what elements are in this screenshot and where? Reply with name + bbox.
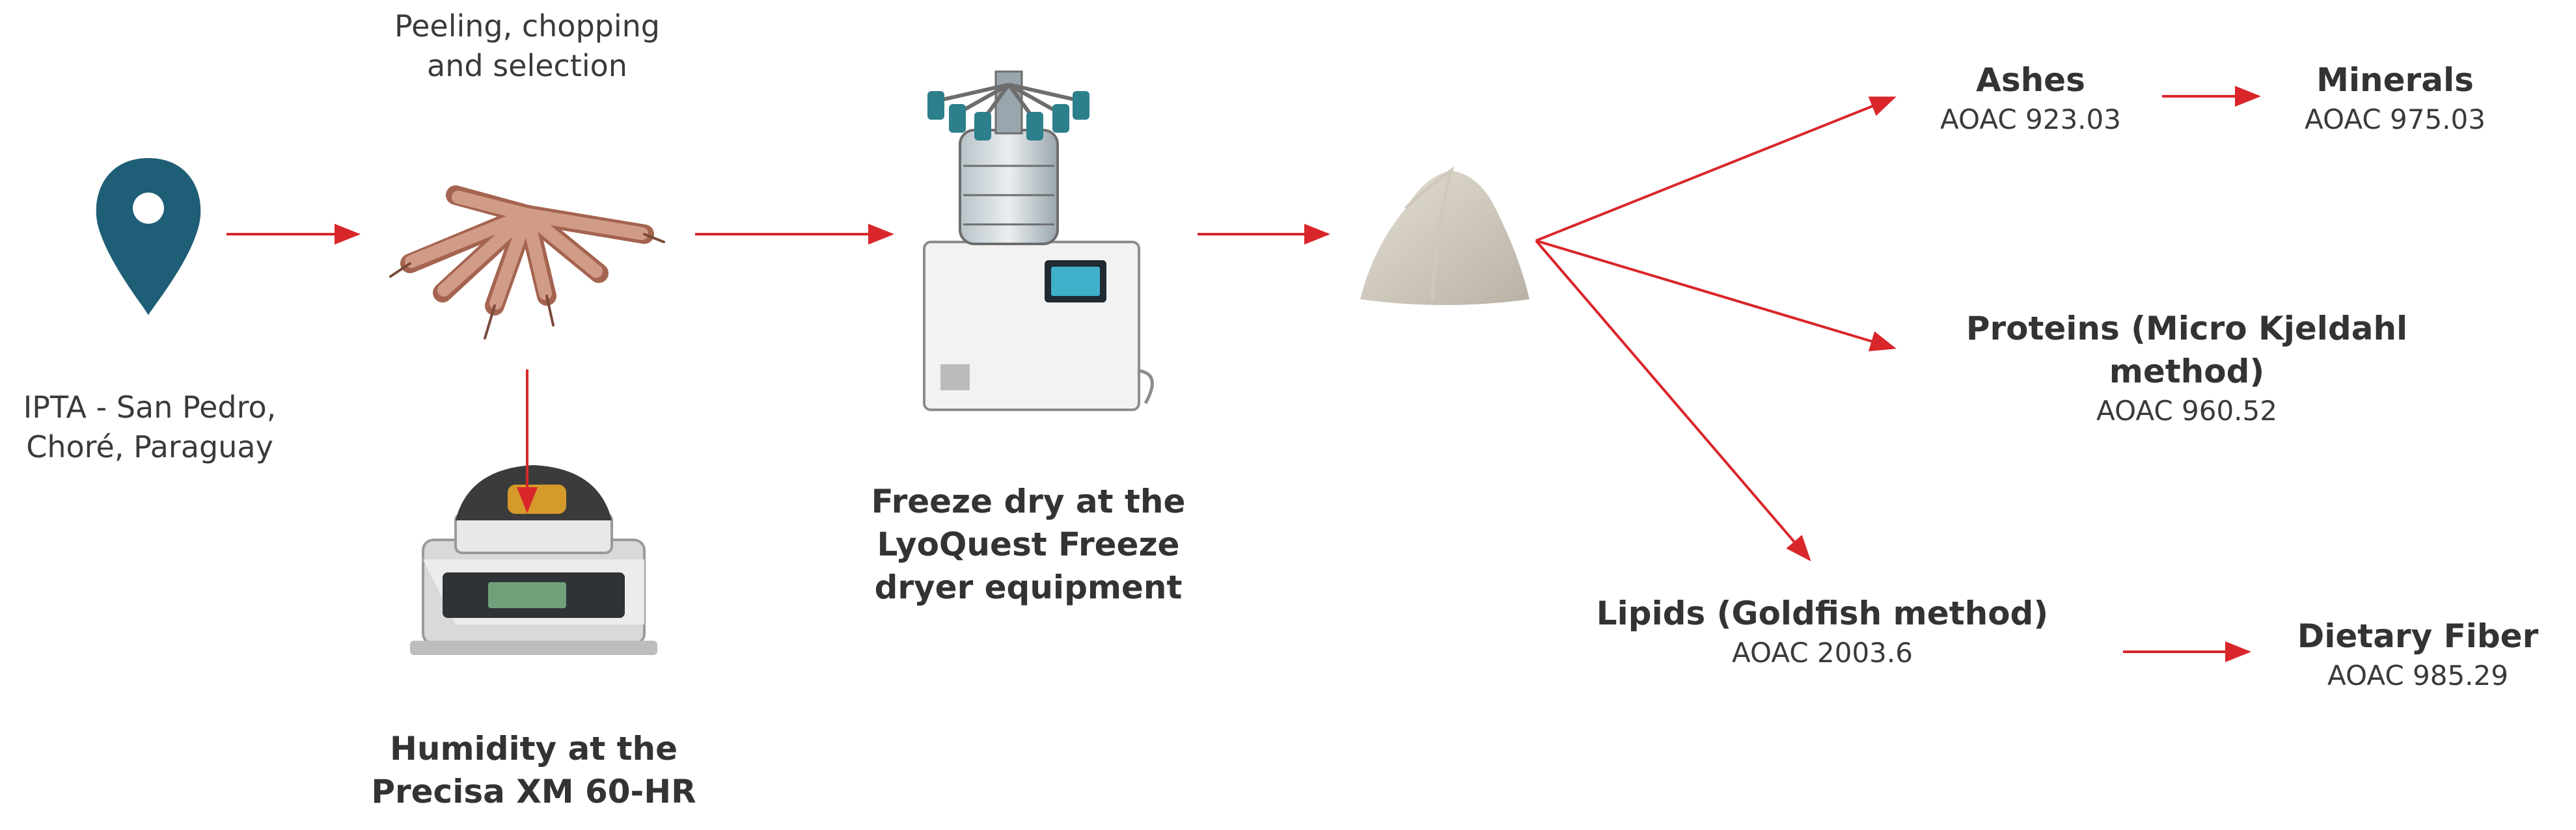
freeze-dryer-icon	[923, 70, 1154, 411]
lipids-code: AOAC 2003.6	[1732, 637, 1913, 669]
location-line-1: IPTA - San Pedro,	[23, 390, 277, 425]
moisture-balance-icon	[410, 465, 657, 655]
minerals-name: Minerals	[2316, 61, 2474, 99]
freeze-dry-label: Freeze dry at the LyoQuest Freeze dryer …	[846, 480, 1211, 609]
arrow-powder-to-ashes	[1535, 96, 1897, 242]
freeze-line-2: LyoQuest Freeze	[877, 526, 1180, 563]
fiber-code: AOAC 985.29	[2327, 660, 2508, 691]
peeling-line-1: Peeling, chopping	[394, 8, 660, 44]
ashes-label: Ashes AOAC 923.03	[1887, 59, 2174, 137]
proteins-code: AOAC 960.52	[2096, 395, 2277, 427]
humidity-label: Humidity at the Precisa XM 60-HR	[351, 727, 716, 813]
humidity-line-1: Humidity at the	[390, 730, 678, 768]
minerals-label: Minerals AOAC 975.03	[2258, 59, 2532, 137]
ashes-code: AOAC 923.03	[1940, 103, 2121, 135]
cassava-roots-icon	[389, 185, 665, 340]
lipids-label: Lipids (Goldfish method) AOAC 2003.6	[1529, 592, 2115, 671]
lipids-name: Lipids (Goldfish method)	[1596, 595, 2049, 632]
fiber-label: Dietary Fiber AOAC 985.29	[2265, 615, 2571, 693]
powder-pile-icon	[1360, 166, 1529, 305]
fiber-name: Dietary Fiber	[2297, 617, 2539, 655]
ashes-name: Ashes	[1976, 61, 2085, 99]
arrow-powder-to-lipids	[1535, 239, 1811, 562]
location-pin-icon	[96, 158, 201, 315]
location-line-2: Choré, Paraguay	[26, 429, 273, 464]
peeling-line-2: and selection	[427, 47, 627, 83]
flow-arrows	[226, 86, 2261, 662]
proteins-label: Proteins (Micro Kjeldahl method) AOAC 96…	[1874, 307, 2499, 429]
arrow-powder-to-proteins	[1535, 239, 1897, 351]
freeze-line-1: Freeze dry at the	[871, 483, 1186, 520]
humidity-line-2: Precisa XM 60-HR	[371, 773, 696, 810]
proteins-line-2: method)	[2109, 353, 2265, 390]
location-label: IPTA - San Pedro, Choré, Paraguay	[0, 388, 299, 466]
proteins-line-1: Proteins (Micro Kjeldahl	[1966, 310, 2408, 347]
minerals-code: AOAC 975.03	[2305, 103, 2486, 135]
peeling-label: Peeling, chopping and selection	[364, 7, 690, 85]
freeze-line-3: dryer equipment	[874, 569, 1183, 606]
